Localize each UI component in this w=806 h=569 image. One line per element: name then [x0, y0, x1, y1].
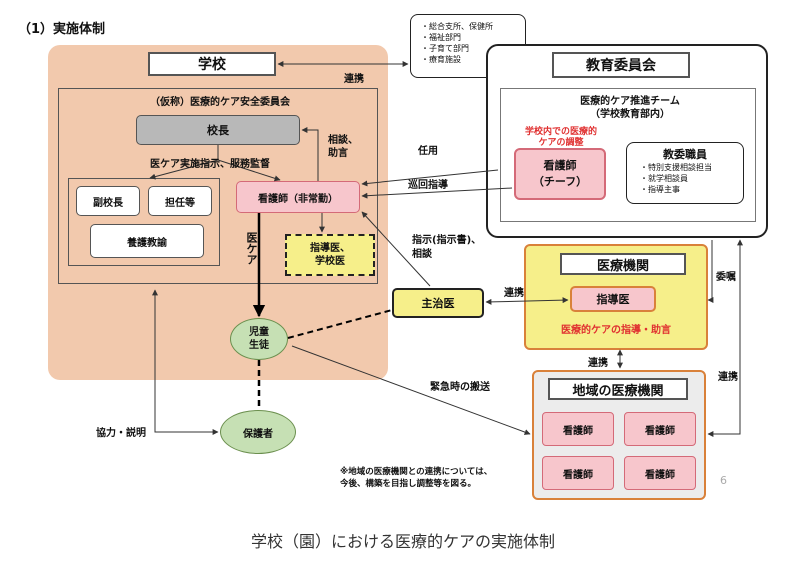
committee-title: （仮称）医療的ケア安全委員会: [150, 96, 290, 108]
label-appointment: 任用: [418, 146, 438, 157]
external-service-item: ・総合支所、保健所: [421, 22, 493, 31]
guardian-circle: 保護者: [220, 410, 296, 454]
label-cooperation-mid: 連携: [504, 288, 524, 299]
nurse-box: 看護師（非常勤）: [236, 181, 360, 213]
label-cooperation-right: 連携: [718, 372, 738, 383]
footnote: ※地域の医療機関との連携については、 今後、構築を目指し調整等を図る。: [340, 467, 493, 489]
label-patrol-guidance: 巡回指導: [408, 180, 448, 191]
committee-frame: [58, 88, 378, 284]
external-service-item: ・子育て部門: [421, 44, 469, 53]
external-service-item: ・療育施設: [421, 55, 461, 64]
advisory-doctor-box: 指導医、 学校医: [285, 234, 375, 276]
regional-nurse-box: 看護師: [624, 412, 696, 446]
student-circle: 児童 生徒: [230, 318, 288, 360]
staff-items: ・特別支援相談担当 ・就学相談員 ・指導主事: [640, 163, 712, 194]
coordination-note: 学校内での医療的 ケアの調整: [524, 127, 597, 148]
regional-nurse-box: 看護師: [542, 456, 614, 490]
label-medical-care-vertical: 医ケア: [245, 232, 258, 265]
regional-nurse-box: 看護師: [624, 456, 696, 490]
board-title: 教育委員会: [552, 52, 690, 78]
attending-doctor-box: 主治医: [392, 288, 484, 318]
principal-box: 校長: [136, 115, 300, 145]
guidance-doctor-box: 指導医: [570, 286, 656, 312]
medical-guidance-note: 医療的ケアの指導・助言: [561, 324, 671, 336]
external-service-item: ・福祉部門: [421, 33, 461, 42]
school-title: 学校: [148, 52, 276, 76]
label-cooperation-explanation: 協力・説明: [96, 428, 146, 439]
medical-institution-title: 医療機関: [560, 253, 686, 275]
school-nurse-teacher-box: 養護教諭: [90, 224, 204, 258]
regional-title: 地域の医療機関: [548, 378, 688, 400]
label-instructions: 指示(指示書)、 相談: [412, 235, 482, 260]
caption: 学校（園）における医療的ケアの実施体制: [250, 532, 555, 551]
homeroom-box: 担任等: [148, 186, 212, 216]
team-title: 医療的ケア推進チーム （学校教育部内）: [580, 96, 680, 120]
vice-principal-box: 副校長: [76, 186, 140, 216]
label-consultation-advice: 相談、 助言: [328, 135, 358, 159]
label-commission: 委嘱: [716, 272, 736, 283]
staff-box: [626, 142, 744, 204]
regional-nurse-box: 看護師: [542, 412, 614, 446]
label-cooperation-bottom: 連携: [588, 358, 608, 369]
label-instruction-supervision: 医ケア実施指示、服務監督: [150, 159, 270, 170]
staff-title: 教委職員: [663, 148, 707, 161]
label-emergency-transport: 緊急時の搬送: [430, 382, 490, 393]
slide-number: 6: [720, 474, 727, 487]
staff-group-frame: [68, 178, 220, 266]
team-frame: [500, 88, 756, 222]
label-cooperation-top: 連携: [344, 74, 364, 85]
nurse-chief-box: 看護師 （チーフ）: [514, 148, 606, 200]
section-title: （1）実施体制: [18, 22, 106, 37]
